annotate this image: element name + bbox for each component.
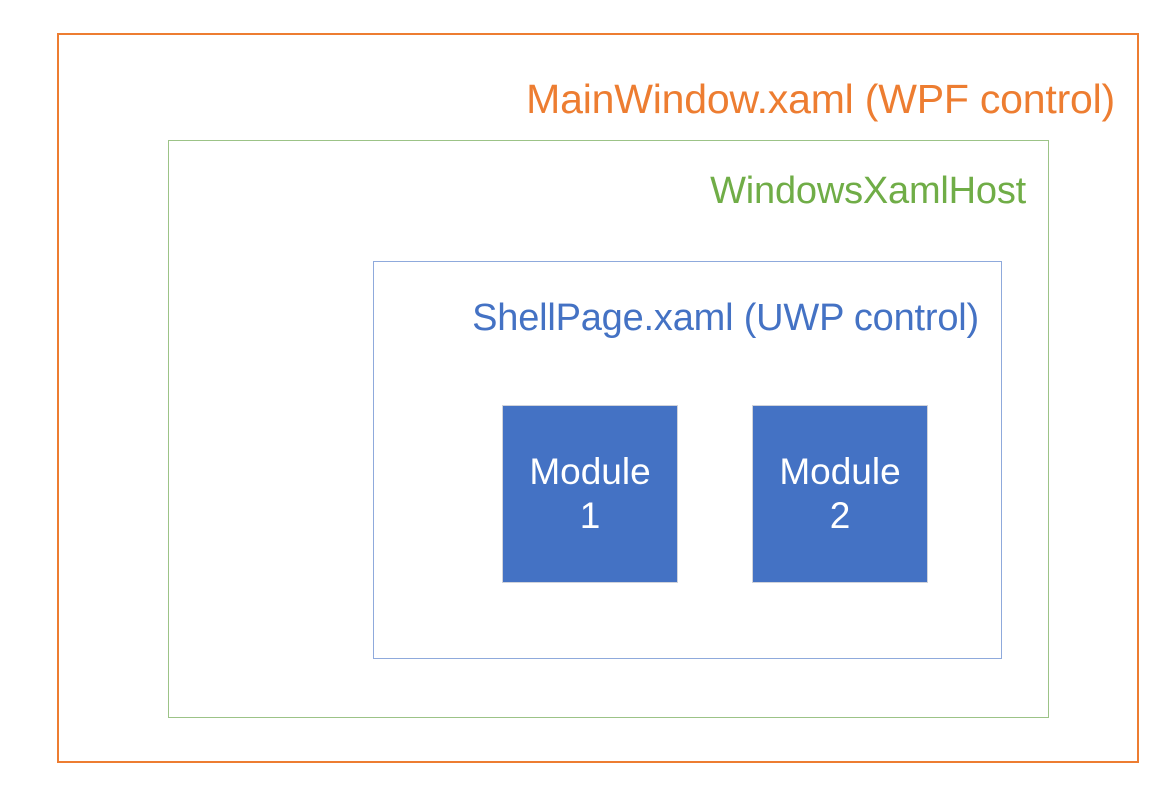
- layer-box-mainwindow: MainWindow.xaml (WPF control) WindowsXam…: [57, 33, 1139, 763]
- module-2-name: Module: [779, 451, 901, 493]
- module-2-number: 2: [829, 495, 851, 536]
- layer-label-shellpage: ShellPage.xaml (UWP control): [472, 297, 979, 339]
- module-box-1: Module 1: [502, 405, 678, 583]
- module-1-name: Module: [529, 451, 651, 493]
- module-box-2: Module 2: [752, 405, 928, 583]
- layer-label-mainwindow: MainWindow.xaml (WPF control): [526, 76, 1115, 122]
- layer-box-windowsxamlhost: WindowsXamlHost ShellPage.xaml (UWP cont…: [168, 140, 1049, 718]
- module-1-number: 1: [579, 495, 601, 536]
- layer-box-shellpage: ShellPage.xaml (UWP control) Module 1 Mo…: [373, 261, 1002, 659]
- layer-label-windowsxamlhost: WindowsXamlHost: [710, 170, 1026, 212]
- modules-row: Module 1 Module 2: [502, 405, 928, 583]
